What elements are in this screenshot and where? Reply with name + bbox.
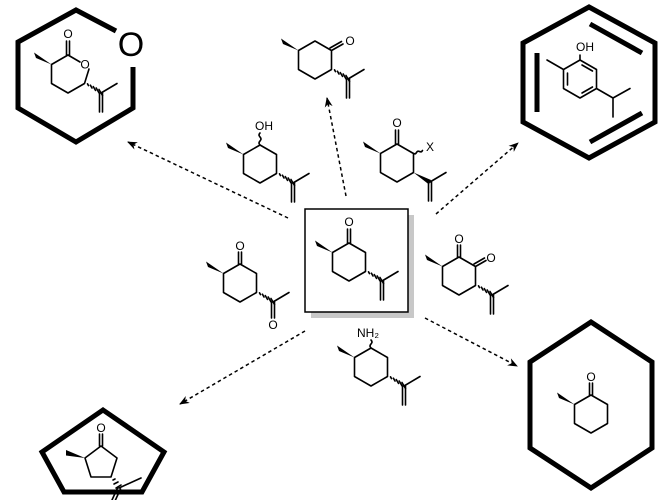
hexagon-frame — [527, 319, 655, 491]
carbonyl-o-label-1: O — [454, 232, 463, 246]
cyclopentanone-target: O — [38, 406, 168, 500]
cyclopentanone-structure: O — [66, 421, 142, 500]
acetyl-ketone: O O — [206, 239, 290, 332]
carbonyl-o-label: O — [235, 239, 244, 253]
carbonyl-o-label: O — [392, 116, 401, 130]
arrow-to-cyclohexanone — [424, 317, 518, 367]
cyclohexanone-target: O — [527, 319, 655, 491]
thymol-structure: OH — [546, 40, 631, 118]
carbonyl-o-label: O — [586, 370, 595, 384]
acetyl-o-label: O — [268, 318, 277, 332]
carbonyl-o-label: O — [344, 215, 353, 229]
carbonyl-o-label: O — [345, 34, 354, 48]
thymol-target: OH — [520, 4, 658, 161]
oxepane-frame — [15, 7, 136, 145]
benzene-frame — [520, 4, 658, 161]
carbonyl-o-label: O — [96, 421, 105, 435]
methylcyclohexanone-isopropenyl: O — [281, 34, 365, 99]
substituent-x-label: X — [426, 140, 434, 154]
arrow-to-thymol — [435, 142, 519, 215]
arrow-to-cyclopentanone — [179, 330, 306, 405]
lactone-target: O O O — [15, 7, 144, 145]
diketone: O O — [425, 232, 509, 315]
amine-label: NH₂ — [357, 326, 379, 340]
methylcyclohexanone-structure: O — [557, 370, 609, 434]
ring-o-label: O — [80, 58, 89, 72]
pentagon-frame — [38, 406, 168, 495]
center-molecule-box: O — [304, 208, 414, 318]
hydroxyl-label: OH — [255, 119, 273, 133]
frame-oxygen-label: O — [118, 26, 144, 64]
carbonyl-o-label: O — [63, 27, 72, 41]
dihydrocarveol: OH — [226, 119, 310, 203]
amine-compound: NH₂ — [337, 326, 421, 406]
carbonyl-o-label-2: O — [486, 251, 495, 265]
arrow-to-methylcyclohexanone — [324, 97, 347, 197]
benzene-frame-double-bonds — [534, 21, 644, 145]
hydroxyl-label: OH — [576, 40, 594, 54]
halo-ketone: O X — [363, 116, 447, 202]
carvone-structure: O — [315, 215, 399, 301]
lactone-structure: O O — [34, 27, 118, 113]
